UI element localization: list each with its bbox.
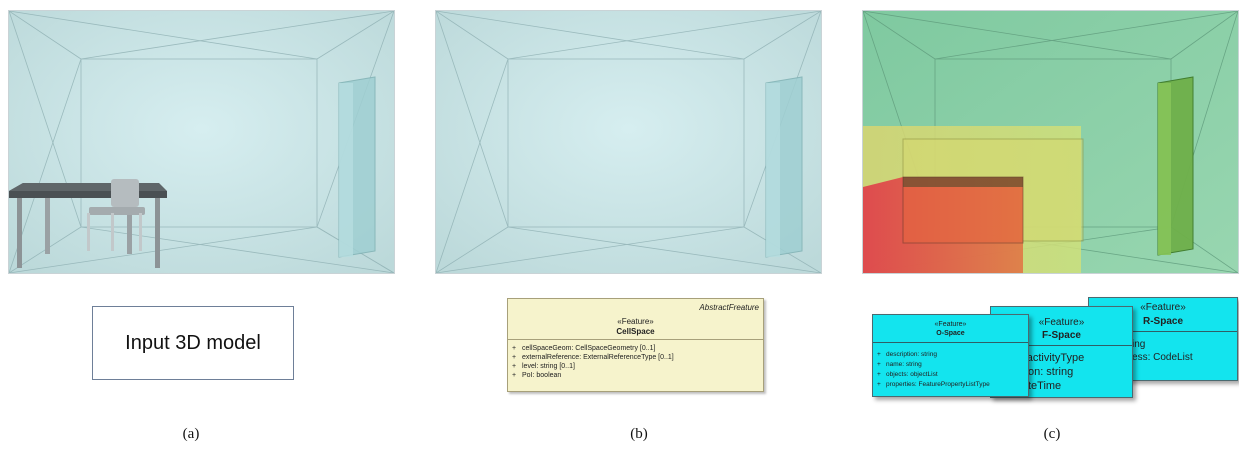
caption-a: (a) <box>161 426 221 443</box>
cellspace-abstract-parent: AbstractFreature <box>699 303 759 312</box>
cellspace-attribute: +externalReference: ExternalReferenceTyp… <box>512 353 674 362</box>
ospace-attribute: +name: string <box>877 360 990 370</box>
scene-semantic-spaces <box>862 10 1239 274</box>
cellspace-class-box: AbstractFreature «Feature» CellSpace +ce… <box>507 298 764 392</box>
cellspace-attribute: +PoI: boolean <box>512 371 674 380</box>
ospace-attribute: +objects: objectList <box>877 370 990 380</box>
cellspace-class-name: CellSpace <box>508 327 763 336</box>
caption-c: (c) <box>1022 426 1082 443</box>
cellspace-attributes: +cellSpaceGeom: CellSpaceGeometry [0..1]… <box>512 344 674 380</box>
ospace-class-name: O-Space <box>873 330 1028 337</box>
input-3d-model-label: Input 3D model <box>92 306 294 380</box>
cellspace-divider <box>508 339 763 340</box>
scene-cellspace <box>435 10 822 274</box>
cellspace-attribute: +level: string [0..1] <box>512 362 674 371</box>
scene-input-3d-model <box>8 10 395 274</box>
ospace-attribute: +description: string <box>877 350 990 360</box>
ospace-divider <box>873 342 1028 343</box>
ospace-attribute: +properties: FeaturePropertyListType <box>877 380 990 390</box>
cellspace-stereotype: «Feature» <box>508 317 763 326</box>
cellspace-attribute: +cellSpaceGeom: CellSpaceGeometry [0..1] <box>512 344 674 353</box>
caption-b: (b) <box>609 426 669 443</box>
ospace-stereotype: «Feature» <box>873 321 1028 328</box>
ospace-class-box: «Feature» O-Space +description: string +… <box>872 314 1029 397</box>
ospace-attributes: +description: string +name: string +obje… <box>877 350 990 390</box>
